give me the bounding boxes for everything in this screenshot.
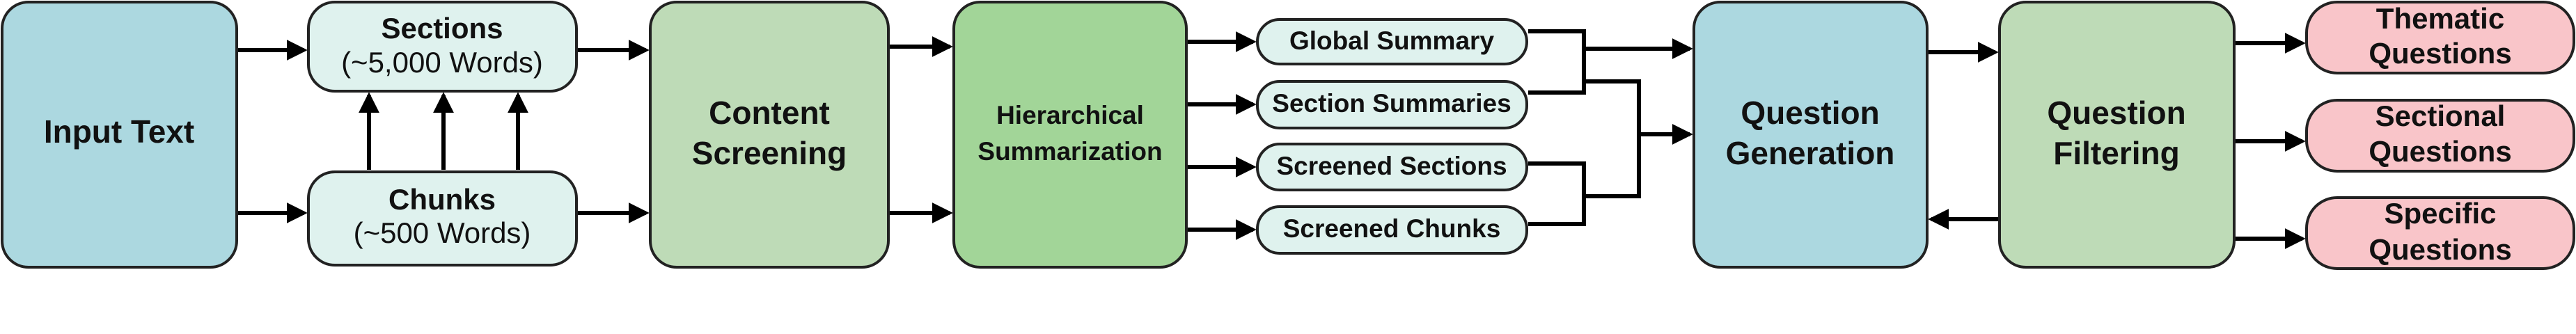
connector-screened-to-junction	[1584, 79, 1641, 198]
hierarchical-summarization-label-line1: Hierarchical	[996, 101, 1144, 129]
content-screening-label-line2: Screening	[692, 135, 847, 171]
input-text-node: Input Text	[1, 1, 238, 269]
chunks-label: Chunks	[388, 183, 496, 216]
sections-label: Sections	[381, 12, 503, 45]
question-filtering-label-line1: Question	[2047, 95, 2185, 131]
specific-questions-label-line2: Questions	[2369, 233, 2511, 266]
thematic-questions-label-line2: Questions	[2369, 37, 2511, 70]
specific-questions-box	[2305, 196, 2575, 270]
global-summary-label: Global Summary	[1289, 26, 1494, 55]
input-text-label: Input Text	[44, 113, 194, 150]
question-generation-label-line2: Generation	[1726, 135, 1895, 171]
specific-questions-label-line1: Specific	[2384, 197, 2496, 230]
question-filtering-label-line2: Filtering	[2053, 135, 2179, 171]
global-summary-box	[1256, 18, 1528, 65]
input-text-box	[1, 1, 238, 269]
thematic-questions-label-line1: Thematic	[2376, 2, 2504, 35]
screened-chunks-box	[1256, 205, 1528, 255]
section-summaries-label: Section Summaries	[1272, 89, 1511, 118]
hierarchical-summarization-box	[952, 1, 1188, 269]
screened-chunks-node: Screened Chunks	[1256, 205, 1528, 255]
hierarchical-summarization-node: Hierarchical Summarization	[952, 1, 1188, 269]
question-generation-box	[1693, 1, 1929, 269]
question-filtering-box	[1998, 1, 2236, 269]
specific-questions-node: Specific Questions	[2305, 196, 2575, 270]
content-screening-box	[649, 1, 890, 269]
sectional-questions-node: Sectional Questions	[2305, 99, 2575, 173]
global-summary-node: Global Summary	[1256, 18, 1528, 65]
sectional-questions-box	[2305, 99, 2575, 173]
sectional-questions-label-line1: Sectional	[2375, 100, 2506, 132]
sections-box	[307, 1, 578, 93]
chunks-box	[307, 170, 578, 267]
screened-sections-node: Screened Sections	[1256, 143, 1528, 191]
connector-summaries-bracket	[1528, 29, 1586, 95]
sectional-questions-label-line2: Questions	[2369, 135, 2511, 168]
connector-screened-bracket	[1528, 161, 1586, 226]
chunks-node: Chunks (~500 Words)	[307, 170, 578, 267]
sections-node: Sections (~5,000 Words)	[307, 1, 578, 93]
screened-sections-box	[1256, 143, 1528, 191]
sections-word-count: (~5,000 Words)	[341, 46, 543, 79]
question-filtering-node: Question Filtering	[1998, 1, 2236, 269]
chunks-word-count: (~500 Words)	[354, 216, 531, 249]
thematic-questions-box	[2305, 1, 2575, 74]
screened-chunks-label: Screened Chunks	[1283, 214, 1501, 243]
section-summaries-node: Section Summaries	[1256, 80, 1528, 129]
question-generation-label-line1: Question	[1741, 95, 1879, 131]
content-screening-node: Content Screening	[649, 1, 890, 269]
section-summaries-box	[1256, 80, 1528, 129]
question-generation-node: Question Generation	[1693, 1, 1929, 269]
thematic-questions-node: Thematic Questions	[2305, 1, 2575, 74]
screened-sections-label: Screened Sections	[1276, 152, 1507, 180]
content-screening-label-line1: Content	[709, 95, 830, 131]
hierarchical-summarization-label-line2: Summarization	[977, 137, 1162, 166]
